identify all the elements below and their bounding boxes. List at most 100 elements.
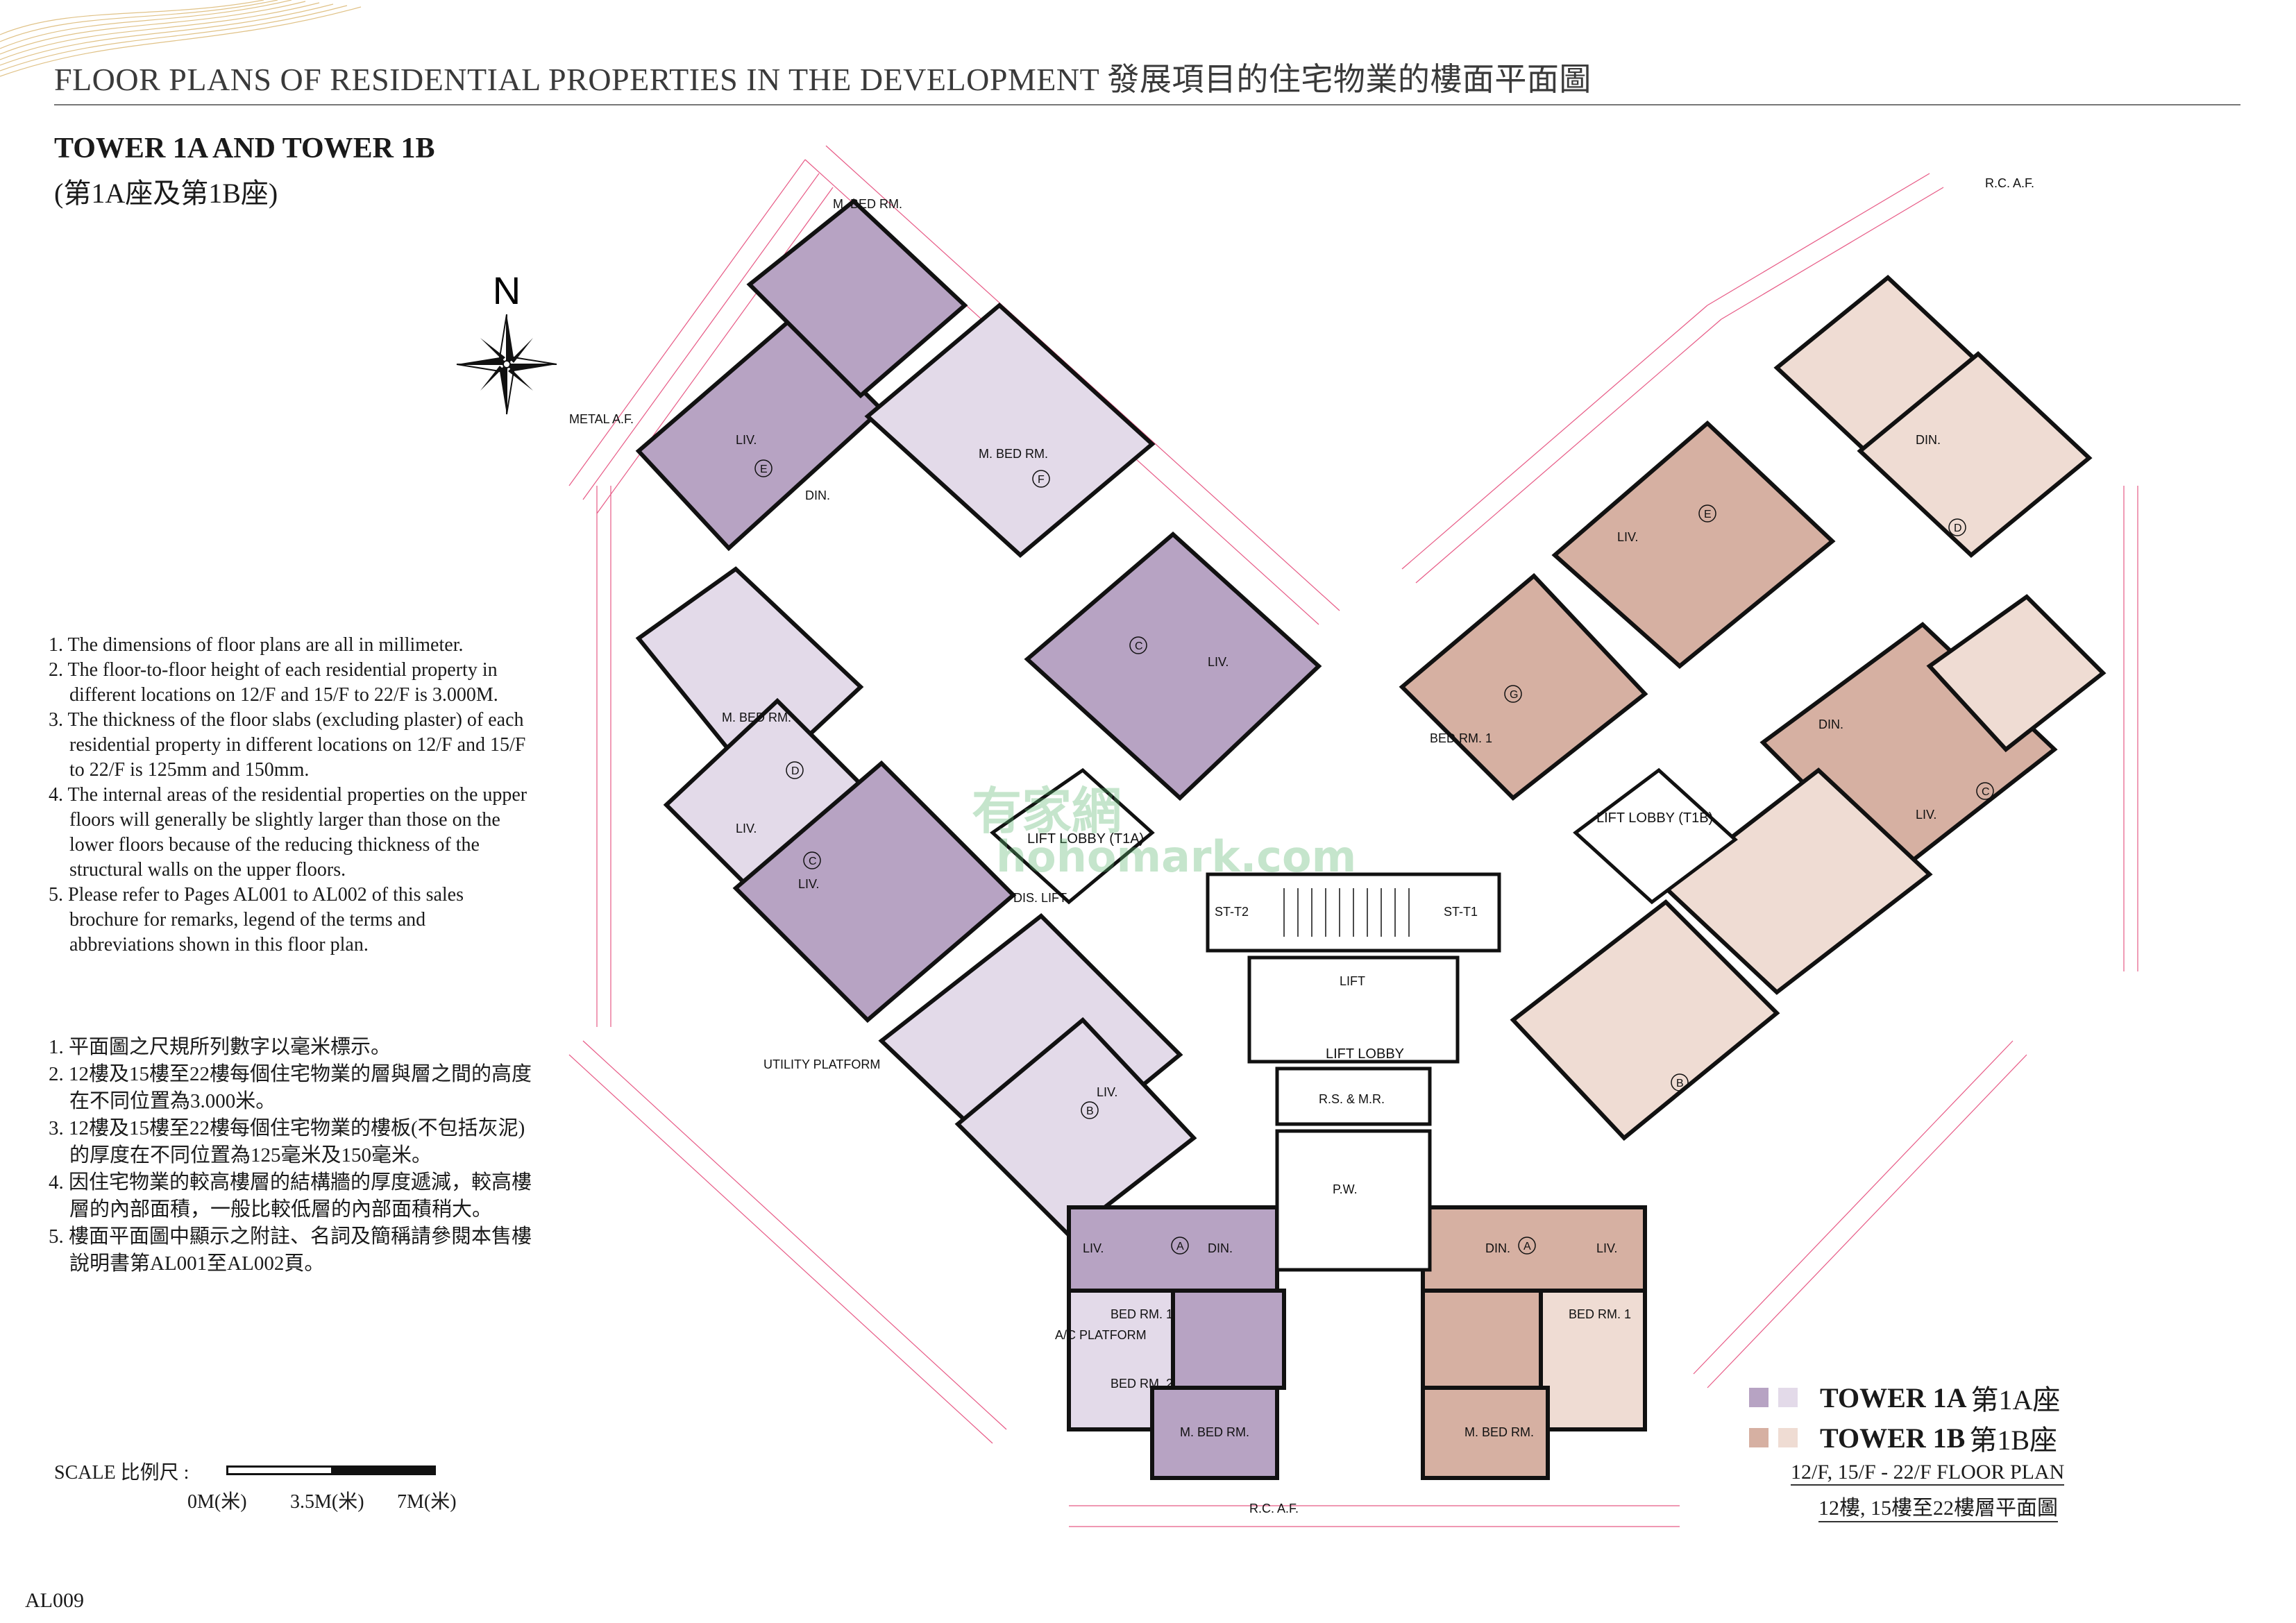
flat-marker-c2: C: [809, 856, 817, 867]
pipe-well: [1275, 1129, 1432, 1272]
unit-1b-c-bed: [1926, 594, 2107, 753]
unit-1a-c-living: [1024, 532, 1322, 801]
flat-marker-e: E: [760, 464, 768, 475]
label-liv-1b-c: LIV.: [1916, 808, 1936, 822]
floor-range-chinese: 12樓, 15樓至22樓層平面圖: [1818, 1490, 2058, 1522]
label-din-a: DIN.: [1208, 1241, 1233, 1255]
unit-1b-a-mbed: [1421, 1289, 1543, 1390]
scale-bar-filled-segment: [331, 1468, 435, 1473]
label-lift-lobby-t1b: LIFT LOBBY (T1B): [1596, 810, 1713, 826]
label-dis-lift: DIS. LIFT: [1013, 891, 1067, 905]
note-cn-5: 5. 樓面平面圖中顯示之附註、名詞及簡稱請參閱本售樓說明書第AL001至AL00…: [49, 1225, 532, 1275]
label-liv-1b-e: LIV.: [1617, 530, 1638, 544]
scale-label: SCALE 比例尺 :: [54, 1462, 189, 1484]
note-en-5: 5. Please refer to Pages AL001 to AL002 …: [49, 884, 464, 955]
label-lift: LIFT: [1340, 974, 1365, 988]
label-mbed-a: M. BED RM.: [1180, 1425, 1249, 1439]
note-cn-2: 2. 12樓及15樓至22樓每個住宅物業的層與層之間的高度在不同位置為3.000…: [49, 1063, 532, 1112]
legend-swatch-1b-light: [1778, 1428, 1798, 1447]
note-cn-4: 4. 因住宅物業的較高樓層的結構牆的厚度遞減，較高樓層的內部面積，一般比較低層的…: [49, 1171, 532, 1221]
flat-marker-1b-a: A: [1523, 1241, 1531, 1252]
tower-1b-units: [1399, 275, 2107, 1480]
unit-1b-a-store: [1421, 1386, 1550, 1480]
scale-tick-1: 3.5M(米): [290, 1491, 364, 1513]
unit-1a-a-mbed: [1171, 1289, 1286, 1390]
unit-1a-c2-living: [732, 760, 1017, 1023]
scale-tick-2: 7M(米): [397, 1491, 457, 1513]
label-liv-1b-a: LIV.: [1596, 1241, 1617, 1255]
label-lift-lobby-t1a: LIFT LOBBY (T1A): [1027, 831, 1144, 847]
watermark-chinese: 有家網: [972, 782, 1122, 840]
label-liv-d: LIV.: [736, 822, 757, 835]
legend-label-tower-1b: TOWER 1B: [1820, 1422, 1966, 1454]
legend-label-tower-1a: TOWER 1A: [1820, 1382, 1967, 1413]
legend-label-tower-1b-cn: 第1B座: [1969, 1425, 2058, 1456]
label-liv-c: LIV.: [1208, 655, 1229, 669]
title-divider: [54, 104, 2240, 105]
label-mbed-d: M. BED RM.: [722, 711, 791, 724]
flat-marker-c: C: [1135, 640, 1143, 652]
tower-1a-units: [635, 198, 1322, 1480]
tower-heading-chinese: (第1A座及第1B座): [54, 178, 278, 209]
flat-marker-1b-d: D: [1954, 522, 1962, 534]
dimension-lines-tower-1b: [1069, 173, 2138, 1527]
unit-1b-a-bed1: [1539, 1289, 1647, 1431]
label-din-1b-d: DIN.: [1916, 433, 1941, 447]
staircase-treads: [1283, 888, 1410, 937]
label-ac-platform: A/C PLATFORM: [1055, 1328, 1147, 1342]
lift-lobby-t1b: [1573, 767, 1738, 905]
label-rc-af-bottom: R.C. A.F.: [1249, 1502, 1299, 1515]
label-bed-1b-g: BED RM. 1: [1430, 731, 1492, 745]
page-title: FLOOR PLANS OF RESIDENTIAL PROPERTIES IN…: [54, 62, 1592, 97]
scale-bar: [226, 1465, 436, 1475]
label-bed2-a: BED RM. 2: [1111, 1377, 1173, 1391]
unit-1b-b-living: [1510, 899, 1780, 1141]
flat-marker-1b-g: G: [1510, 689, 1518, 701]
label-liv-c2: LIV.: [798, 877, 819, 891]
label-refuse: R.S. & M.R.: [1319, 1092, 1385, 1106]
floor-range-english: 12/F, 15/F - 22/F FLOOR PLAN: [1791, 1461, 2065, 1486]
north-arrow-compass-icon: N: [456, 271, 557, 415]
dimension-lines-tower-1a: [568, 145, 1340, 1444]
label-rc-af: R.C. A.F.: [1985, 176, 2034, 190]
flat-marker-b: B: [1086, 1105, 1094, 1117]
unit-1b-g-living: [1399, 572, 1648, 801]
flat-marker-1b-b: B: [1676, 1078, 1684, 1089]
label-mbed: M. BED RM.: [833, 197, 902, 211]
central-core: [989, 767, 1738, 1272]
legend-swatch-1b-dark: [1749, 1428, 1769, 1447]
unit-1a-a-store: [1150, 1386, 1279, 1480]
unit-1a-f-bed: [864, 303, 1156, 558]
page-number: AL009: [25, 1589, 84, 1612]
legend-swatch-1a-light: [1778, 1388, 1798, 1407]
flat-marker-a: A: [1176, 1241, 1184, 1252]
unit-1b-b-bed: [1662, 767, 1933, 995]
refuse-room: [1275, 1067, 1432, 1126]
flat-marker-1b-e: E: [1704, 509, 1712, 520]
label-bed1-a: BED RM. 1: [1111, 1307, 1173, 1321]
legend-swatch-1a-dark: [1749, 1388, 1769, 1407]
notes-english: 1. The dimensions of floor plans are all…: [49, 633, 534, 958]
unit-1a-e-bed: [746, 198, 968, 399]
flat-marker-d: D: [791, 765, 800, 777]
notes-chinese: 1. 平面圖之尺規所列數字以毫米標示。 2. 12樓及15樓至22樓每個住宅物業…: [49, 1034, 534, 1277]
label-liv-b: LIV.: [1097, 1085, 1117, 1099]
legend-row-tower-1b: TOWER 1B 第1B座: [1749, 1418, 2110, 1458]
label-st-t2: ST-T2: [1215, 905, 1249, 919]
tower-legend: TOWER 1A 第1A座 TOWER 1B 第1B座: [1749, 1377, 2110, 1458]
label-liv-a: LIV.: [1083, 1241, 1104, 1255]
label-bed1-1b-a: BED RM. 1: [1569, 1307, 1631, 1321]
legend-label-tower-1a-cn: 第1A座: [1970, 1384, 2061, 1416]
lift-lobby-t1a: [989, 767, 1155, 905]
unit-1b-e-living: [1551, 420, 1836, 669]
flat-marker-1b-c: C: [1982, 786, 1990, 798]
label-mbed-f: M. BED RM.: [979, 447, 1048, 461]
label-utility-platform: UTILITY PLATFORM: [763, 1057, 880, 1071]
label-mbed-1b-a: M. BED RM.: [1464, 1425, 1534, 1439]
note-cn-3: 3. 12樓及15樓至22樓每個住宅物業的樓板(不包括灰泥)的厚度在不同位置為1…: [49, 1117, 525, 1166]
label-st-t1: ST-T1: [1444, 905, 1478, 919]
label-din-1b-c: DIN.: [1818, 717, 1843, 731]
watermark-url: hohomark.com: [996, 831, 1357, 882]
